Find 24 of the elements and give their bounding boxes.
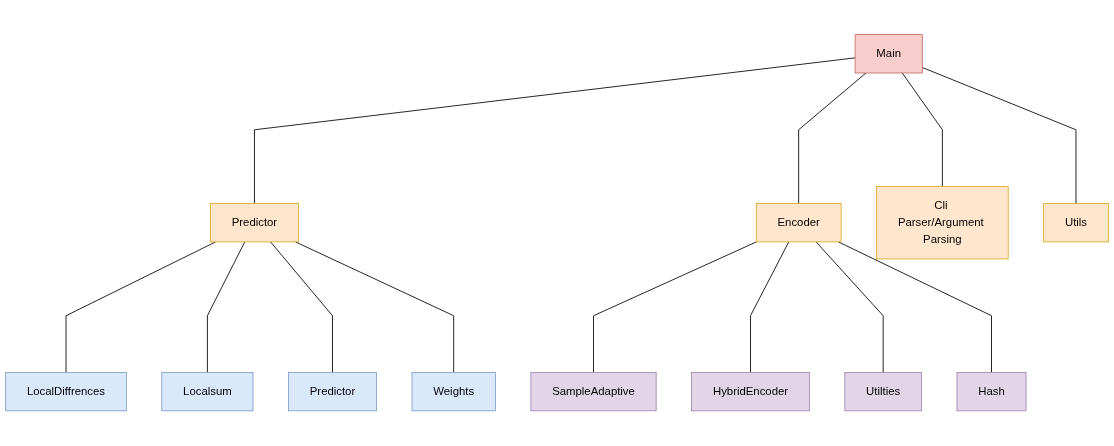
node-box: Hash: [956, 372, 1027, 412]
node-box: Predictor: [210, 203, 299, 243]
connector: [838, 241, 992, 374]
node-box: LocalDiffrences: [5, 372, 127, 412]
connector: [901, 72, 943, 188]
connector: [921, 67, 1077, 205]
node-box: Predictor: [288, 372, 377, 412]
node-box: Weights: [411, 372, 496, 412]
connector: [798, 72, 867, 205]
connector: [206, 241, 246, 374]
connector: [815, 241, 884, 374]
node-box: Utilties: [844, 372, 922, 412]
node-box: Utils: [1043, 203, 1109, 243]
connector: [750, 241, 790, 374]
node-box: HybridEncoder: [691, 372, 810, 412]
connector: [254, 57, 856, 205]
node-box: SampleAdaptive: [530, 372, 657, 412]
connector: [270, 241, 333, 374]
node-box: Localsum: [161, 372, 254, 412]
node-box: Encoder: [755, 203, 842, 243]
node-box: Cli Parser/Argument Parsing: [876, 186, 1009, 260]
connector: [593, 241, 757, 374]
node-box: Main: [854, 34, 923, 74]
connector: [295, 241, 455, 374]
